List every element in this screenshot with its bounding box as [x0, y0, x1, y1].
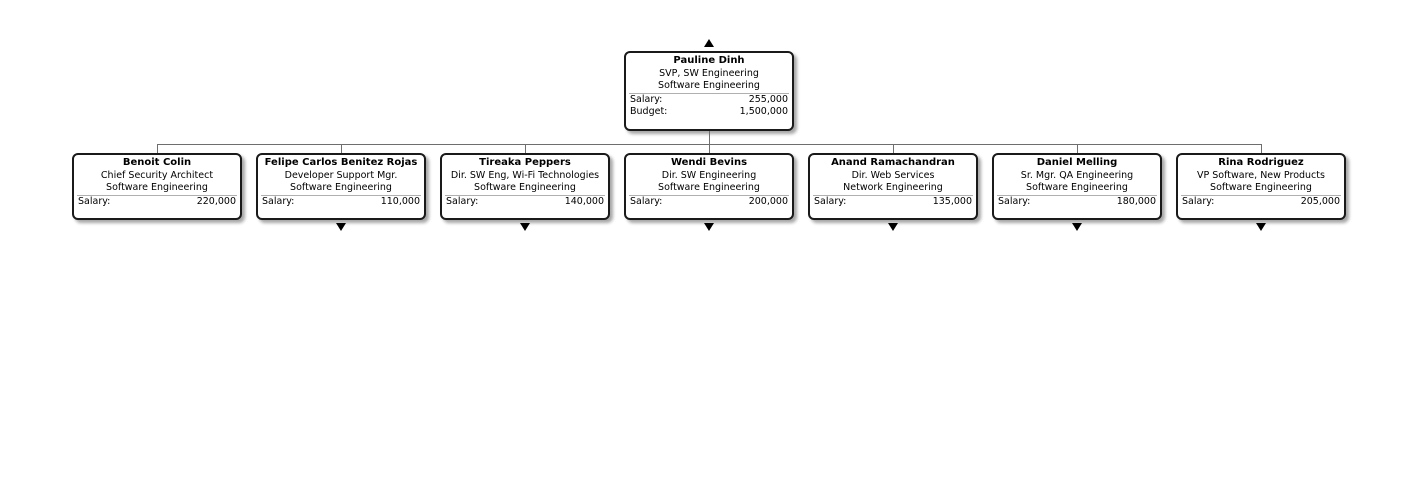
stat-label: Salary: — [998, 195, 1031, 207]
employee-name: Daniel Melling — [1036, 157, 1118, 168]
arrow-down-icon[interactable] — [336, 223, 346, 231]
arrow-down-icon[interactable] — [1256, 223, 1266, 231]
arrow-down-icon[interactable] — [888, 223, 898, 231]
arrow-up-icon[interactable] — [704, 39, 714, 47]
connector-line — [1077, 144, 1078, 153]
stat-value: 205,000 — [1300, 195, 1340, 207]
stats-block: Salary: 220,000 — [77, 194, 237, 209]
stat-value: 135,000 — [932, 195, 972, 207]
connector-line — [525, 144, 526, 153]
arrow-down-icon[interactable] — [1072, 223, 1082, 231]
employee-name: Tireaka Peppers — [479, 157, 571, 168]
connector-line — [709, 144, 710, 153]
stat-row: Salary: 255,000 — [630, 94, 788, 107]
employee-department: Software Engineering — [1210, 182, 1312, 193]
stat-value: 180,000 — [1116, 195, 1156, 207]
employee-title: VP Software, New Products — [1197, 169, 1325, 181]
stat-value: 110,000 — [380, 195, 420, 207]
stat-value: 220,000 — [196, 195, 236, 207]
employee-department: Software Engineering — [106, 182, 208, 193]
connector-line — [341, 144, 342, 153]
employee-title: Dir. SW Eng, Wi-Fi Technologies — [450, 169, 600, 181]
stat-label: Salary: — [630, 195, 663, 207]
employee-name: Rina Rodriguez — [1218, 157, 1304, 168]
connector-line — [893, 144, 894, 153]
employee-name: Anand Ramachandran — [831, 157, 955, 168]
stat-row: Budget: 1,500,000 — [630, 106, 788, 119]
stats-block: Salary: 180,000 — [997, 194, 1157, 209]
employee-title: Developer Support Mgr. — [284, 169, 398, 181]
stat-value: 140,000 — [564, 195, 604, 207]
employee-title: Sr. Mgr. QA Engineering — [1020, 169, 1134, 181]
stat-row: Salary: 220,000 — [78, 196, 236, 209]
employee-department: Software Engineering — [658, 182, 760, 193]
stat-row: Salary: 180,000 — [998, 196, 1156, 209]
employee-name: Wendi Bevins — [670, 157, 748, 168]
stat-value: 1,500,000 — [739, 106, 788, 117]
employee-title: Dir. SW Engineering — [661, 169, 757, 181]
connector-line — [157, 144, 158, 153]
employee-department: Network Engineering — [843, 182, 943, 193]
stats-block: Salary: 140,000 — [445, 194, 605, 209]
arrow-down-icon[interactable] — [520, 223, 530, 231]
stats-block: Salary: 110,000 — [261, 194, 421, 209]
stat-row: Salary: 140,000 — [446, 196, 604, 209]
stat-label: Salary: — [1182, 195, 1215, 207]
stat-label: Salary: — [446, 195, 479, 207]
stat-label: Salary: — [262, 195, 295, 207]
stat-row: Salary: 200,000 — [630, 196, 788, 209]
connector-line — [1261, 144, 1262, 153]
employee-title: Dir. Web Services — [851, 169, 935, 181]
employee-title: Chief Security Architect — [100, 169, 214, 181]
employee-title: SVP, SW Engineering — [659, 67, 759, 79]
stat-label: Salary: — [78, 195, 111, 207]
stat-row: Salary: 205,000 — [1182, 196, 1340, 209]
employee-name: Benoit Colin — [122, 157, 192, 168]
employee-name: Pauline Dinh — [673, 55, 745, 66]
stat-value: 200,000 — [748, 195, 788, 207]
employee-department: Software Engineering — [658, 80, 760, 91]
stats-block: Salary: 135,000 — [813, 194, 973, 209]
stat-label: Budget: — [630, 106, 668, 117]
employee-department: Software Engineering — [1026, 182, 1128, 193]
stat-label: Salary: — [630, 93, 663, 105]
employee-department: Software Engineering — [474, 182, 576, 193]
employee-name: Felipe Carlos Benitez Rojas — [264, 157, 418, 168]
stat-label: Salary: — [814, 195, 847, 207]
employee-department: Software Engineering — [290, 182, 392, 193]
stat-value: 255,000 — [748, 93, 788, 105]
stats-block: Salary: 200,000 — [629, 194, 789, 209]
arrow-down-icon[interactable] — [704, 223, 714, 231]
stat-row: Salary: 110,000 — [262, 196, 420, 209]
connector-line — [709, 131, 710, 144]
stats-block: Salary: 205,000 — [1181, 194, 1341, 209]
stat-row: Salary: 135,000 — [814, 196, 972, 209]
